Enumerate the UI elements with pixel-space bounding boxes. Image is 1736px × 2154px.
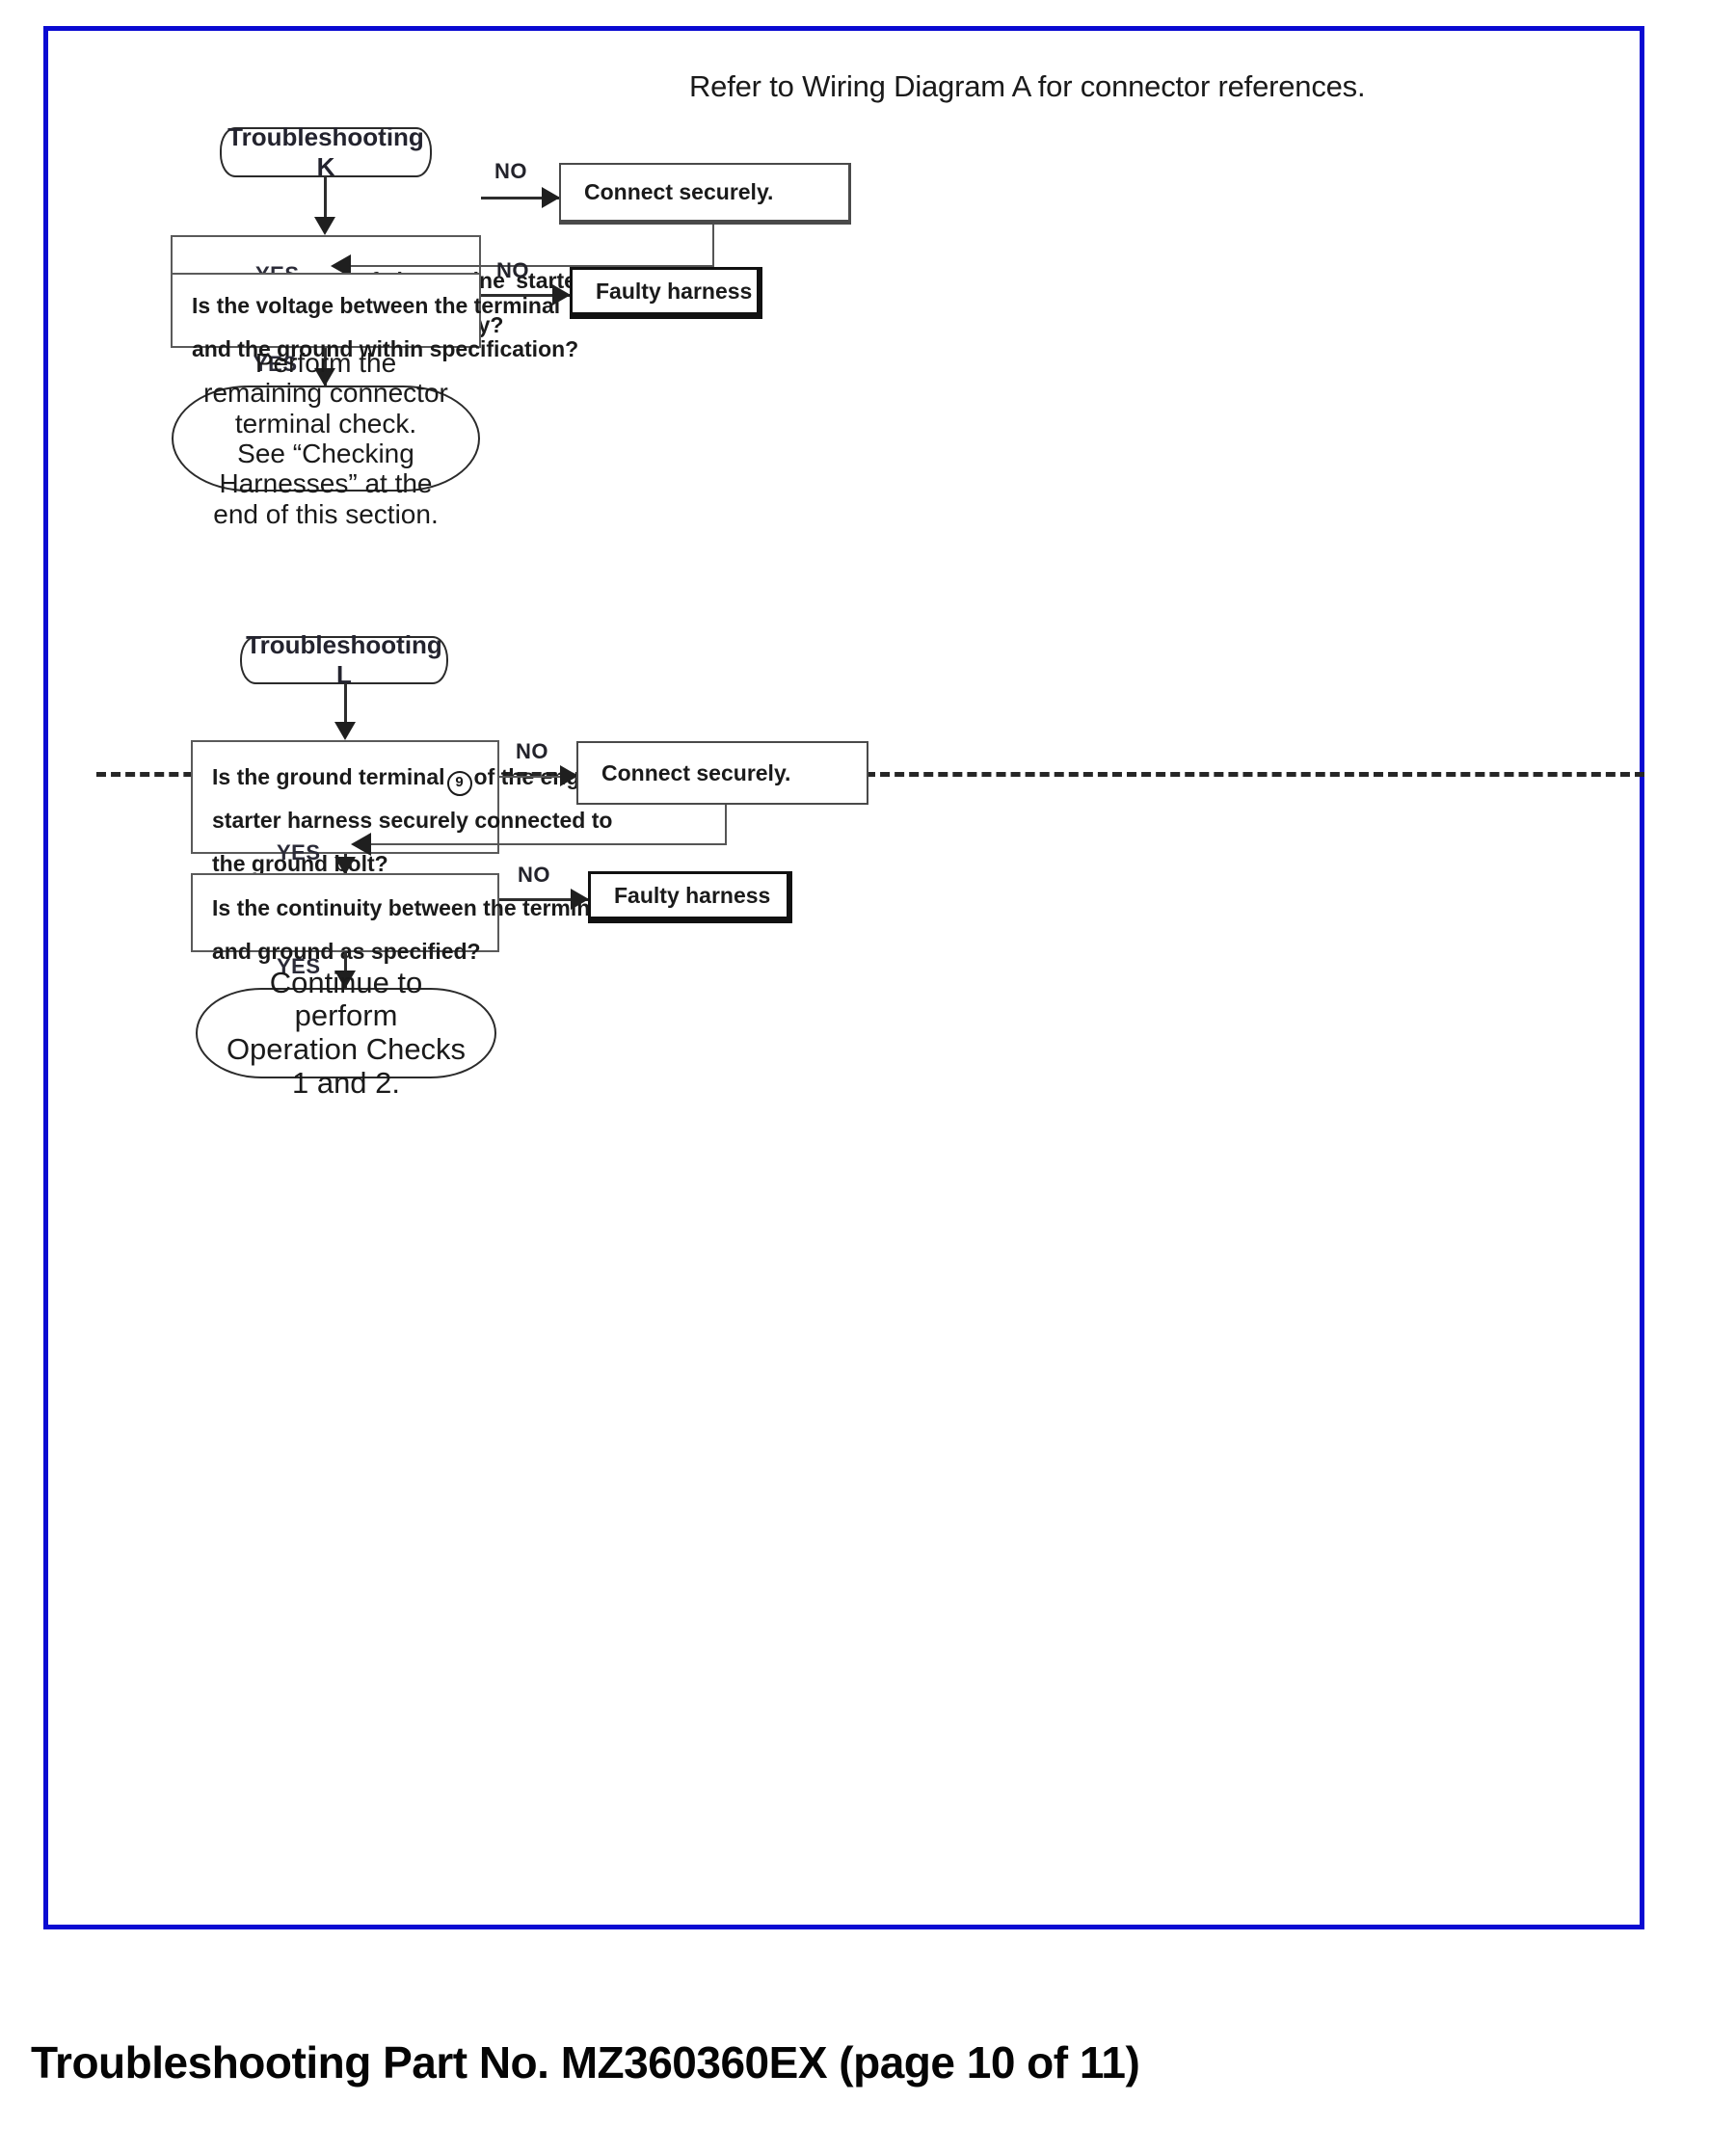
decision-l-continuity-spec: Is the continuity between the terminal a… [191, 873, 609, 964]
arrowhead-k-loopback [331, 254, 351, 278]
decision-l-q2-line1: Is the continuity between the terminal [212, 895, 609, 920]
arrowhead-k-q2-yes [314, 368, 335, 386]
connector-l-title-to-q1 [344, 684, 347, 731]
edge-label-k-q1-no: NO [494, 159, 527, 183]
page-caption: Troubleshooting Part No. MZ360360EX (pag… [31, 2037, 1140, 2088]
arrowhead-l-loopback [351, 833, 371, 856]
terminal-k-line4: end of this section. [213, 498, 439, 529]
header-note: Refer to Wiring Diagram A for connector … [689, 69, 1366, 103]
arrowhead-k-q1-no [542, 187, 560, 208]
terminal-k-perform-remaining-check: Perform the remaining connector terminal… [172, 348, 480, 529]
decision-k-q2-line2: and the ground within specification? [192, 335, 579, 361]
decision-l-q1-line2: starter harness securely connected to [212, 807, 613, 833]
decision-k-q2-line1: Is the voltage between the terminal [192, 293, 561, 318]
terminal-k-line1: Perform the remaining connector [203, 347, 448, 409]
result-k-faulty-harness: Faulty harness [570, 267, 762, 319]
terminal-k-line2: terminal check. [234, 408, 417, 439]
edge-label-k-q2-no: NO [496, 258, 529, 282]
loopback-k-horizontal [349, 265, 714, 267]
arrowhead-k-q2-no [552, 284, 571, 306]
terminal-l-line2: Operation Checks 1 and 2. [226, 1032, 467, 1100]
connector-l-q1-no [499, 776, 578, 778]
result-k-connect-securely: Connect securely. [559, 163, 851, 225]
edge-label-l-q1-no: NO [516, 739, 548, 763]
result-l-connect-securely: Connect securely. [576, 741, 868, 805]
connector-k-q1-no [481, 197, 562, 199]
edge-label-l-q1-yes: YES [277, 840, 321, 864]
terminal-l-continue-operation-checks: Continue to perform Operation Checks 1 a… [196, 966, 496, 1100]
loopback-k-vertical [712, 225, 714, 267]
arrowhead-l-title-to-q1 [334, 722, 356, 740]
arrowhead-k-title-to-q1 [314, 217, 335, 235]
loopback-l-vertical [725, 805, 727, 845]
connector-k-q2-yes [324, 348, 327, 386]
result-l-faulty-harness: Faulty harness [588, 871, 792, 923]
terminal-l-line1: Continue to perform [269, 965, 423, 1033]
flow-title-troubleshooting-l: Troubleshooting L [240, 630, 448, 689]
arrowhead-l-q2-yes [334, 971, 356, 989]
decision-k-voltage-spec: Is the voltage between the terminal and … [171, 273, 578, 361]
flow-title-troubleshooting-k: Troubleshooting K [220, 122, 432, 181]
arrowhead-l-q2-no [571, 889, 589, 910]
connector-k-q2-no [481, 294, 573, 297]
connector-l-q2-no [499, 898, 591, 901]
connector-k-title-to-q1 [324, 177, 327, 226]
page-border-frame: Refer to Wiring Diagram A for connector … [43, 26, 1644, 1929]
ground-terminal-ref-icon: 9 [446, 771, 472, 796]
arrowhead-l-q1-yes [334, 857, 356, 875]
arrowhead-l-q1-no [560, 765, 578, 786]
edge-label-l-q2-no: NO [518, 863, 550, 887]
edge-label-k-q2-yes: YES [254, 352, 298, 376]
loopback-l-horizontal [369, 843, 727, 845]
section-divider [96, 772, 1644, 777]
terminal-k-line3: See “Checking Harnesses” at the [219, 439, 433, 499]
edge-label-l-q2-yes: YES [277, 954, 321, 978]
